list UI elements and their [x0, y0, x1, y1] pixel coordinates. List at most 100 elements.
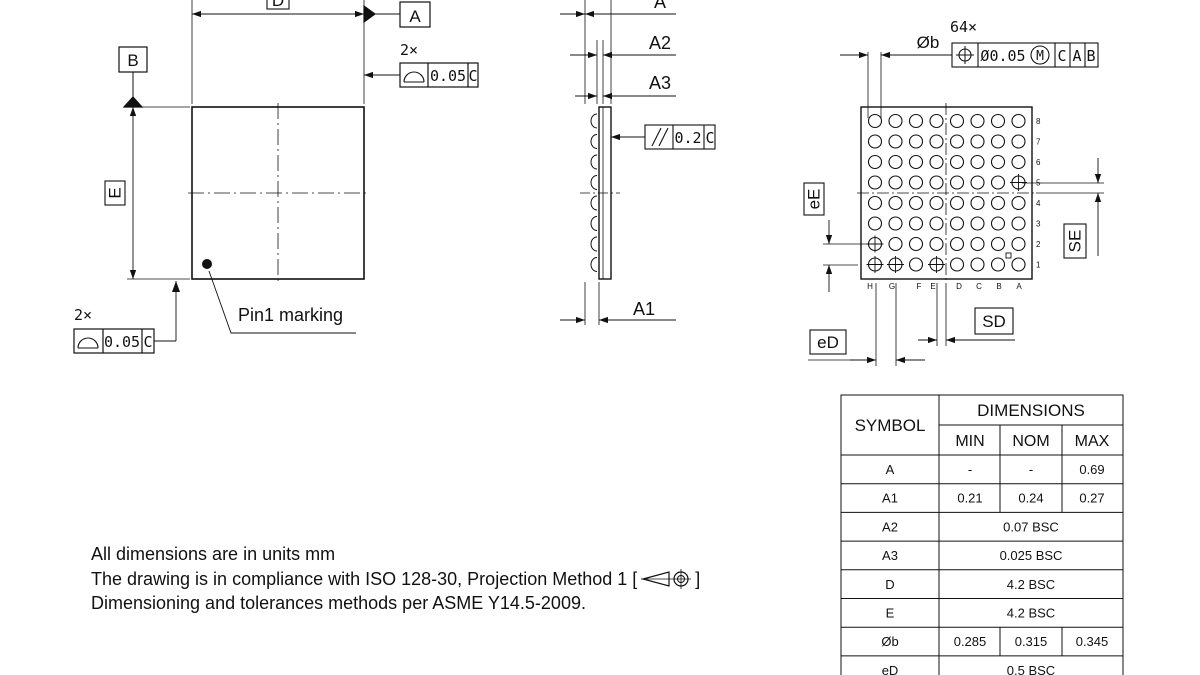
row-label: 6: [1036, 158, 1041, 167]
table-cell-symbol: A2: [882, 519, 898, 534]
column-label: F: [917, 282, 922, 291]
side-solder-ball: [590, 216, 598, 231]
row-label: 4: [1036, 199, 1041, 208]
dim-d-box: [266, 0, 290, 10]
datum-b-label: B: [127, 51, 138, 70]
flatness-top-value: 0.05: [430, 67, 466, 85]
solder-ball: [888, 134, 903, 149]
dim-a1-label: A1: [633, 299, 655, 319]
row-label: 8: [1036, 117, 1041, 126]
solder-ball: [990, 195, 1006, 211]
solder-ball: [949, 134, 965, 149]
table-subheader-min: MIN: [955, 433, 984, 450]
position-symbol-icon: [956, 46, 974, 64]
solder-ball: [929, 175, 944, 190]
solder-ball: [908, 175, 924, 190]
pin1-leader: [208, 270, 356, 334]
note-projection: The drawing is in compliance with ISO 12…: [91, 568, 701, 589]
solder-ball: [888, 195, 903, 211]
mmc-modifier-label: M: [1036, 49, 1044, 64]
solder-ball: [1011, 236, 1026, 252]
flatness-top-datum: C: [468, 67, 477, 85]
solder-ball: [970, 113, 985, 129]
row-label: 5: [1036, 179, 1041, 188]
table-cell-span: 0.07 BSC: [1003, 519, 1059, 534]
solder-ball: [929, 154, 944, 170]
dim-se-label: SE: [1066, 230, 1085, 253]
position-tolerance-value: Ø0.05: [980, 47, 1025, 65]
table-cell-min: 0.285: [954, 634, 987, 649]
solder-ball: [887, 256, 904, 273]
solder-ball: [929, 134, 944, 149]
solder-ball: [888, 216, 903, 231]
table-row: A--0.69: [841, 455, 1123, 485]
table-cell-min: -: [968, 462, 972, 477]
solder-ball: [908, 154, 924, 170]
solder-ball: [1011, 195, 1026, 211]
note-units: All dimensions are in units mm: [91, 544, 336, 564]
solder-ball: [867, 175, 883, 190]
table-cell-symbol: D: [885, 577, 894, 592]
table-cell-symbol: A1: [882, 491, 898, 506]
row-label: 2: [1036, 240, 1041, 249]
side-solder-ball: [590, 134, 598, 149]
datum-a-label: A: [409, 7, 421, 26]
dim-ee-label: eE: [805, 189, 824, 210]
solder-ball: [990, 236, 1006, 252]
flatness-bottom-frame: [73, 328, 155, 354]
column-label: H: [867, 282, 873, 291]
table-cell-symbol: A: [886, 462, 895, 477]
solder-ball: [949, 175, 965, 190]
solder-ball: [929, 195, 944, 211]
solder-ball: [990, 113, 1006, 129]
solder-ball: [928, 256, 945, 273]
solder-ball: [908, 134, 924, 149]
ball-diameter-label: Øb: [917, 33, 940, 52]
solder-ball: [888, 113, 903, 129]
solder-ball: [970, 195, 985, 211]
solder-ball: [866, 256, 884, 273]
solder-ball: [1011, 134, 1026, 149]
profile-surface-icon-bottom: [77, 337, 99, 349]
table-subheader-nom: NOM: [1012, 433, 1049, 450]
flatness-bottom-datum: C: [143, 333, 152, 351]
dim-e-label: E: [106, 187, 125, 198]
solder-ball: [949, 236, 965, 252]
table-cell-nom: -: [1029, 462, 1033, 477]
table-header-symbol: SYMBOL: [855, 416, 926, 435]
dim-se-box: [1063, 223, 1087, 259]
table-cell-max: 0.345: [1076, 634, 1109, 649]
ball-grid: [866, 113, 1027, 273]
position-datum-c: C: [1057, 47, 1066, 65]
solder-ball: [949, 113, 965, 129]
pin1-marker-dot: [202, 259, 212, 269]
table-cell-span: 0.025 BSC: [1000, 548, 1063, 563]
column-label: C: [976, 282, 982, 291]
solder-ball: [1010, 174, 1027, 191]
solder-ball: [929, 113, 944, 129]
solder-ball: [908, 236, 924, 252]
dim-ed-box: [809, 329, 847, 355]
solder-ball: [990, 154, 1006, 170]
solder-ball: [970, 154, 985, 170]
solder-ball: [888, 154, 903, 170]
solder-ball: [990, 175, 1006, 190]
flatness-top-frame: [399, 62, 479, 88]
solder-ball: [990, 257, 1006, 272]
table-subheader-max: MAX: [1075, 433, 1110, 450]
solder-ball: [949, 257, 965, 272]
table-row: A2 0.07 BSC: [841, 519, 1123, 542]
row-label: 7: [1036, 138, 1041, 147]
solder-ball: [970, 216, 985, 231]
solder-ball: [867, 154, 883, 170]
table-cell-symbol: A3: [882, 548, 898, 563]
table-header-dimensions: DIMENSIONS: [977, 401, 1085, 420]
solder-ball: [867, 195, 883, 211]
solder-ball: [970, 134, 985, 149]
parallelism-icon: [651, 127, 669, 147]
